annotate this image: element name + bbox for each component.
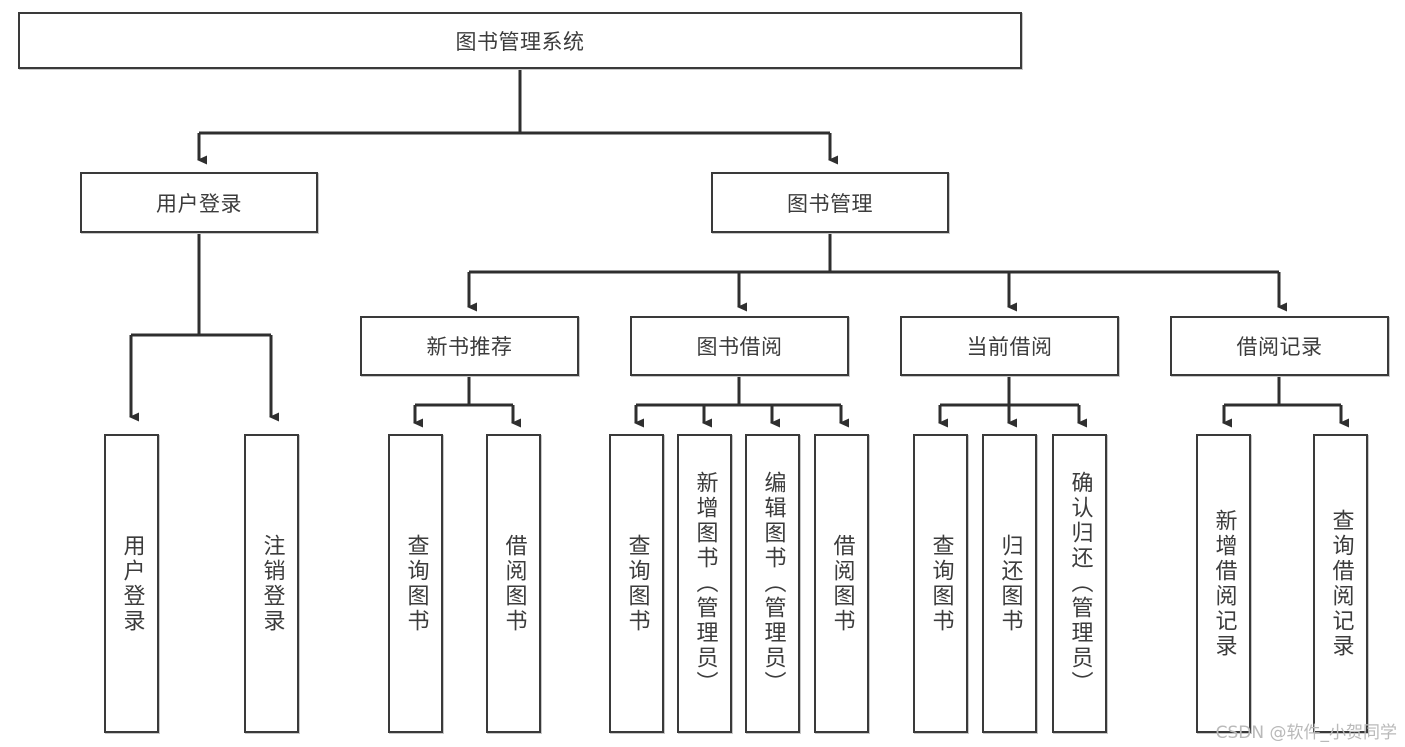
node-leaf-borrow-book-label: 借阅图书 xyxy=(829,533,855,634)
node-current-borrow-label: 当前借阅 xyxy=(966,335,1053,359)
node-leaf-query-book-current-label: 查询图书 xyxy=(928,533,954,634)
node-leaf-add-book-admin[interactable]: 新增图书（管理员） xyxy=(677,434,732,733)
node-leaf-logout-label: 注销登录 xyxy=(259,533,285,634)
node-borrow-record-label: 借阅记录 xyxy=(1236,335,1323,359)
node-leaf-add-borrow-record[interactable]: 新增借阅记录 xyxy=(1196,434,1251,733)
node-book-manage[interactable]: 图书管理 xyxy=(711,172,949,233)
node-current-borrow[interactable]: 当前借阅 xyxy=(900,316,1119,376)
node-leaf-logout[interactable]: 注销登录 xyxy=(244,434,299,733)
node-leaf-query-book-rec[interactable]: 查询图书 xyxy=(388,434,443,733)
node-leaf-edit-book-admin[interactable]: 编辑图书（管理员） xyxy=(745,434,800,733)
node-leaf-edit-book-admin-label: 编辑图书（管理员） xyxy=(760,471,786,696)
node-leaf-borrow-book-rec[interactable]: 借阅图书 xyxy=(486,434,541,733)
node-new-book-rec-label: 新书推荐 xyxy=(426,335,513,359)
node-leaf-add-book-admin-label: 新增图书（管理员） xyxy=(692,471,718,696)
watermark: CSDN @软件_小贺同学 xyxy=(1215,723,1397,743)
node-leaf-confirm-return-admin[interactable]: 确认归还（管理员） xyxy=(1052,434,1107,733)
node-leaf-query-borrow-record-label: 查询借阅记录 xyxy=(1328,508,1354,659)
node-leaf-query-book-rec-label: 查询图书 xyxy=(403,533,429,634)
node-leaf-add-borrow-record-label: 新增借阅记录 xyxy=(1211,508,1237,659)
node-borrow-record[interactable]: 借阅记录 xyxy=(1170,316,1389,376)
node-leaf-query-book-borrow[interactable]: 查询图书 xyxy=(609,434,664,733)
node-leaf-return-book-label: 归还图书 xyxy=(997,533,1023,634)
node-leaf-query-borrow-record[interactable]: 查询借阅记录 xyxy=(1313,434,1368,733)
node-new-book-rec[interactable]: 新书推荐 xyxy=(360,316,579,376)
node-book-borrow[interactable]: 图书借阅 xyxy=(630,316,849,376)
node-leaf-user-login[interactable]: 用户登录 xyxy=(104,434,159,733)
node-leaf-borrow-book[interactable]: 借阅图书 xyxy=(814,434,869,733)
node-leaf-confirm-return-admin-label: 确认归还（管理员） xyxy=(1067,471,1093,696)
node-user-login-label: 用户登录 xyxy=(156,191,242,216)
node-leaf-user-login-label: 用户登录 xyxy=(119,533,145,634)
node-root-label: 图书管理系统 xyxy=(455,29,585,54)
node-leaf-borrow-book-rec-label: 借阅图书 xyxy=(501,533,527,634)
node-user-login[interactable]: 用户登录 xyxy=(80,172,318,233)
node-root[interactable]: 图书管理系统 xyxy=(18,12,1022,69)
node-leaf-return-book[interactable]: 归还图书 xyxy=(982,434,1037,733)
node-book-manage-label: 图书管理 xyxy=(787,191,873,216)
node-book-borrow-label: 图书借阅 xyxy=(696,335,783,359)
node-leaf-query-book-current[interactable]: 查询图书 xyxy=(913,434,968,733)
node-leaf-query-book-borrow-label: 查询图书 xyxy=(624,533,650,634)
